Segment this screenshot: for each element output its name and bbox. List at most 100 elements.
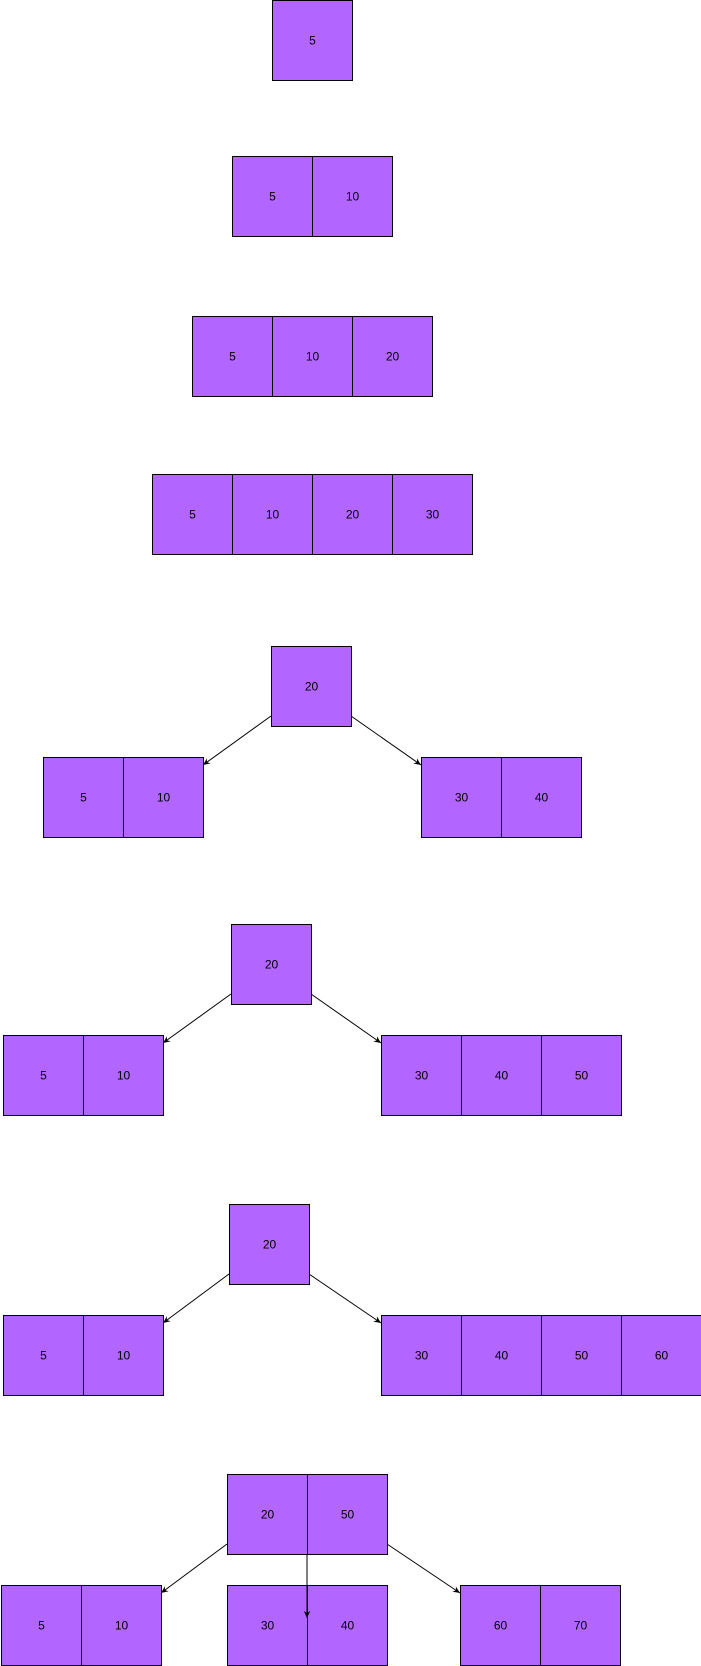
key-cell — [272, 316, 353, 397]
key-cell — [540, 1585, 621, 1666]
child-node: 30 40 — [421, 757, 582, 838]
key-cell — [83, 1315, 164, 1396]
root-node: 20 — [231, 924, 312, 1005]
key-label: 30 — [415, 1069, 429, 1083]
key-label: 40 — [341, 1619, 355, 1633]
tree-edge-arrow — [162, 993, 232, 1044]
key-label: 10 — [346, 190, 360, 204]
tree-edge-arrow — [202, 715, 272, 766]
tree-edge-arrow — [308, 1273, 382, 1324]
key-label: 40 — [495, 1349, 509, 1363]
key-label: 20 — [263, 1238, 277, 1252]
key-cell — [381, 1315, 462, 1396]
key-cell — [3, 1315, 84, 1396]
key-cell — [152, 474, 233, 555]
key-label: 10 — [306, 350, 320, 364]
key-label: 60 — [494, 1619, 508, 1633]
key-label: 5 — [40, 1069, 47, 1083]
key-label: 30 — [455, 791, 469, 805]
child-node: 5 10 — [3, 1315, 164, 1396]
key-label: 20 — [386, 350, 400, 364]
key-label: 50 — [575, 1069, 589, 1083]
key-label: 10 — [157, 791, 171, 805]
key-label: 10 — [266, 508, 280, 522]
key-label: 60 — [655, 1349, 669, 1363]
key-label: 50 — [575, 1349, 589, 1363]
key-cell — [227, 1585, 308, 1666]
step-2: 5 10 — [232, 156, 393, 237]
key-cell — [461, 1035, 542, 1116]
key-label: 10 — [115, 1619, 129, 1633]
key-label: 5 — [38, 1619, 45, 1633]
key-label: 20 — [265, 958, 279, 972]
root-node: 5 — [272, 0, 353, 81]
step-6: 20 5 10 30 40 50 — [3, 924, 622, 1116]
child-node: 30 40 50 — [381, 1035, 622, 1116]
key-label: 5 — [309, 34, 316, 48]
step-5: 20 5 10 30 40 — [43, 646, 582, 838]
child-node: 30 40 50 60 — [381, 1315, 701, 1396]
key-label: 20 — [305, 680, 319, 694]
key-cell — [3, 1035, 84, 1116]
tree-edge-arrow — [350, 715, 422, 766]
root-node: 20 — [229, 1204, 310, 1285]
root-node: 5 10 — [232, 156, 393, 237]
key-cell — [541, 1315, 622, 1396]
root-node: 20 — [271, 646, 352, 727]
key-cell — [83, 1035, 164, 1116]
key-cell — [421, 757, 502, 838]
key-cell — [312, 156, 393, 237]
key-cell — [352, 316, 433, 397]
key-label: 40 — [495, 1069, 509, 1083]
key-label: 20 — [261, 1508, 275, 1522]
child-node: 5 10 — [3, 1035, 164, 1116]
key-label: 5 — [269, 190, 276, 204]
key-cell — [392, 474, 473, 555]
key-label: 5 — [229, 350, 236, 364]
key-cell — [192, 316, 273, 397]
tree-edge-arrow — [160, 1543, 228, 1594]
step-7: 20 5 10 30 40 50 60 — [3, 1204, 701, 1396]
key-cell — [232, 156, 313, 237]
key-cell — [271, 646, 352, 727]
key-cell — [232, 474, 313, 555]
key-cell — [381, 1035, 462, 1116]
key-cell — [501, 757, 582, 838]
key-cell — [231, 924, 312, 1005]
tree-edge-arrow — [310, 993, 382, 1044]
root-node: 5 10 20 30 — [152, 474, 473, 555]
key-cell — [227, 1474, 308, 1555]
child-node: 5 10 — [43, 757, 204, 838]
tree-edge-arrow — [162, 1273, 230, 1324]
key-label: 10 — [117, 1349, 131, 1363]
key-cell — [43, 757, 124, 838]
key-label: 50 — [341, 1508, 355, 1522]
key-cell — [229, 1204, 310, 1285]
key-cell — [272, 0, 353, 81]
key-label: 40 — [535, 791, 549, 805]
key-cell — [307, 1474, 388, 1555]
child-node: 5 10 — [1, 1585, 162, 1666]
key-label: 30 — [426, 508, 440, 522]
key-label: 30 — [261, 1619, 275, 1633]
step-3: 5 10 20 — [192, 316, 433, 397]
root-node: 5 10 20 — [192, 316, 433, 397]
key-label: 5 — [40, 1349, 47, 1363]
key-label: 5 — [80, 791, 87, 805]
key-label: 20 — [346, 508, 360, 522]
step-4: 5 10 20 30 — [152, 474, 473, 555]
key-label: 10 — [117, 1069, 131, 1083]
key-cell — [312, 474, 393, 555]
key-cell — [460, 1585, 541, 1666]
key-cell — [541, 1035, 622, 1116]
tree-edge-arrow — [386, 1543, 461, 1594]
key-label: 5 — [189, 508, 196, 522]
step-1: 5 — [272, 0, 353, 81]
key-cell — [123, 757, 204, 838]
key-cell — [621, 1315, 701, 1396]
key-label: 30 — [415, 1349, 429, 1363]
